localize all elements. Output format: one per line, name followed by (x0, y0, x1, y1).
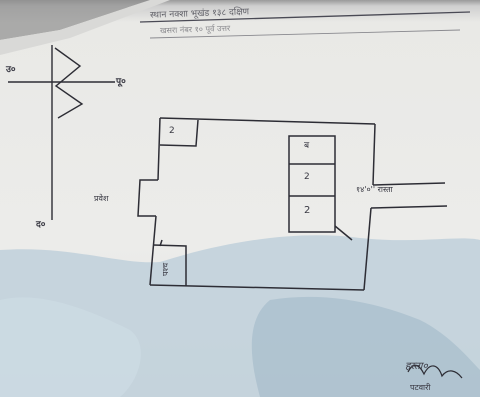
compass-north-label: उ० (6, 65, 16, 75)
room-bottom-left-label: पश्च (161, 262, 170, 276)
paper-fold-shadow (0, 0, 150, 40)
header-rule-1 (139, 11, 471, 23)
compass-sign (8, 45, 115, 220)
plot-outline (137, 117, 448, 291)
plot-left-wall-upper (157, 117, 161, 181)
west-entrance-label: प्रवेश (94, 194, 109, 203)
east-road-top (372, 182, 446, 186)
compass-east-label: पू० (116, 77, 126, 87)
plot-left-wall-lower (149, 215, 157, 286)
paper-fold (0, 0, 170, 55)
water-stain-light (0, 297, 141, 397)
compass-zigzag (54, 47, 84, 119)
room-top-left-outline (159, 119, 199, 147)
scan-bottom-border (0, 397, 480, 403)
room-right-diagonal (334, 225, 353, 241)
west-entrance (137, 179, 158, 217)
room-top-left-label: 2 (169, 126, 175, 136)
room-right-1-label: ब (304, 141, 310, 151)
room-bottom-left-wall (159, 239, 163, 247)
plot-right-wall-upper (372, 123, 376, 186)
plot-top-wall (159, 117, 376, 125)
room-right-3-label: 2 (304, 205, 311, 216)
east-road-bottom (370, 205, 448, 209)
signature-line-2: पटवारी (410, 383, 431, 392)
signature-line-1: हस्ता० (405, 361, 428, 372)
plot-right-wall-lower (363, 207, 372, 291)
room-right-2-label: 2 (304, 172, 310, 182)
east-road-label: १४'०'' रास्ता (356, 185, 393, 194)
compass-south-label: द० (36, 220, 46, 230)
header-rule-2 (149, 29, 461, 39)
room-bottom-left-outline (152, 244, 187, 286)
signature-scribble (407, 364, 463, 379)
room-right-column (288, 135, 336, 233)
